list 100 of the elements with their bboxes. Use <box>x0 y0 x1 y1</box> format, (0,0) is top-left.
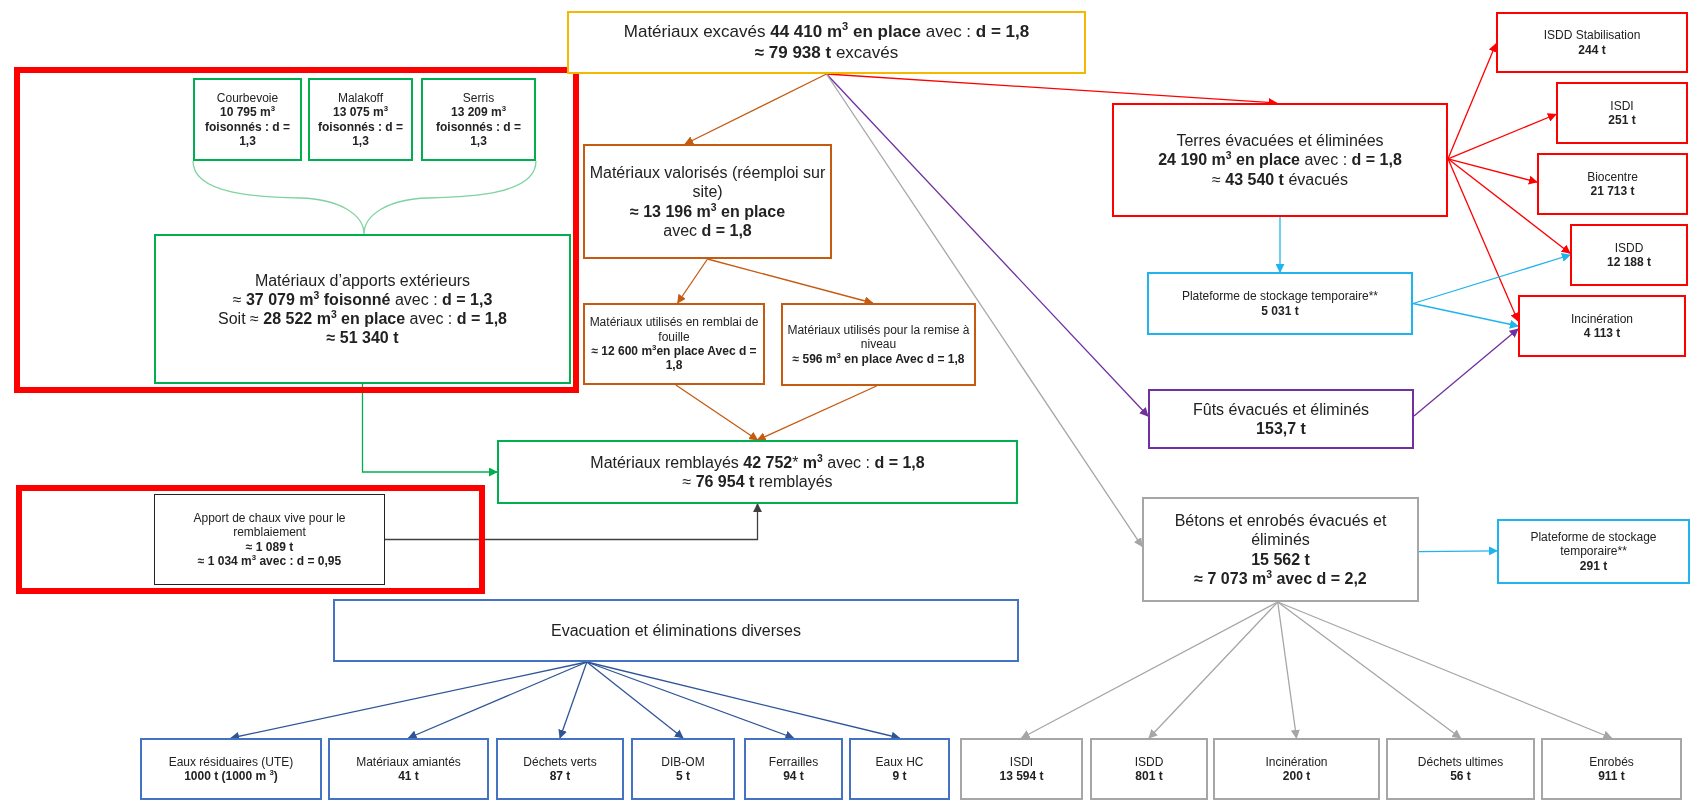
flow-box <box>154 234 571 384</box>
flow-box <box>1142 497 1419 602</box>
flow-box <box>308 78 413 161</box>
box-heading: Plateforme de stockage temporaire** <box>1181 289 1379 304</box>
box-heading: Eaux HC <box>875 754 924 769</box>
box-text: ≈ 13 196 m$^{3}$ en place <box>629 201 786 221</box>
arrow <box>706 258 874 306</box>
flow-box <box>154 494 385 585</box>
box-heading: Incinération <box>1570 311 1633 326</box>
arrow <box>1418 546 1498 556</box>
box-text: ≈ 79 938 t excavés <box>754 42 899 63</box>
box-heading: DIB-OM <box>661 754 705 769</box>
flow-box <box>781 303 976 386</box>
flow-box <box>631 738 735 800</box>
flow-box <box>1386 738 1535 800</box>
flow-box <box>1556 82 1688 144</box>
arrow <box>825 73 1143 548</box>
box-heading: ISDD <box>1134 754 1164 769</box>
box-heading: Enrobés <box>1589 754 1634 769</box>
arrow <box>1277 601 1462 739</box>
flow-box <box>328 738 489 800</box>
box-heading: ISDD <box>1614 240 1644 255</box>
box-heading: Plateforme de stockage temporaire** <box>1529 529 1658 559</box>
arrow <box>558 661 588 739</box>
flow-box <box>583 303 765 385</box>
box-heading: Matériaux d’apports extérieurs <box>254 270 471 290</box>
box-heading: ISDI <box>1009 754 1034 769</box>
arrow <box>1412 302 1519 329</box>
box-text: ≈ 51 340 t <box>326 328 399 348</box>
box-text: 41 t <box>398 769 419 784</box>
box-heading: Bétons et enrobés évacués et éliminés <box>1173 511 1388 550</box>
box-heading: Fûts évacués et éliminés <box>1192 399 1370 419</box>
arrow <box>684 73 828 145</box>
box-text: 153,7 t <box>1256 419 1306 439</box>
arrow <box>1412 253 1571 305</box>
flow-box <box>1541 738 1682 800</box>
box-text: 87 t <box>549 769 571 784</box>
box-text: 94 t <box>783 769 804 784</box>
highlight-frame <box>14 67 579 393</box>
box-text: 12 188 t <box>1606 255 1651 270</box>
arrow <box>586 661 684 739</box>
box-heading: Matériaux amiantés <box>356 754 461 769</box>
flow-box <box>583 144 832 259</box>
flow-box <box>140 738 322 800</box>
arrow <box>1413 328 1519 417</box>
box-heading: ISDD Stabilisation <box>1543 28 1641 43</box>
box-text: 56 t <box>1450 769 1471 784</box>
box-text: ≈ 76 954 t remblayés <box>682 472 833 492</box>
flow-box <box>497 440 1018 504</box>
flow-box <box>744 738 843 800</box>
flow-box <box>1518 295 1686 357</box>
box-heading: Matériaux valorisés (réemploi sur site) <box>589 163 826 202</box>
box-text: 251 t <box>1608 113 1636 128</box>
box-heading: Serris <box>462 90 495 106</box>
flow-box <box>1090 738 1208 800</box>
box-text: 13 209 m$^{3}$ foisonnés : d = 1,3 <box>435 105 522 149</box>
box-text: 15 562 t <box>1251 549 1310 569</box>
box-text: 10 795 m$^{3}$ foisonnés : d = 1,3 <box>204 105 291 149</box>
box-heading: Apport de chaux vive pour le remblaiement <box>192 510 347 540</box>
flow-box <box>333 599 1019 662</box>
box-text: 13 594 t <box>999 769 1044 784</box>
arrow <box>1020 601 1279 739</box>
box-heading: ISDI <box>1610 98 1634 113</box>
box-text: ≈ 596 m$^{3}$ en place Avec d = 1,8 <box>792 351 965 367</box>
arrow <box>407 661 588 739</box>
arrow <box>825 73 1149 417</box>
flow-box <box>960 738 1083 800</box>
box-text: 200 t <box>1282 769 1311 784</box>
highlight-frame <box>16 485 485 594</box>
box-text: 21 713 t <box>1590 184 1635 199</box>
box-text: 4 113 t <box>1583 326 1621 341</box>
arrow <box>586 661 901 741</box>
box-heading: Courbevoie <box>216 90 279 106</box>
flow-box <box>496 738 624 800</box>
arrow <box>675 384 759 441</box>
flow-box <box>421 78 536 161</box>
box-text: ≈ 7 073 m$^{3}$ avec d = 2,2 <box>1194 568 1367 588</box>
box-text: 291 t <box>1579 558 1608 574</box>
arrow <box>1447 158 1571 254</box>
arrow <box>586 661 795 740</box>
flow-box <box>1147 272 1413 335</box>
arrow <box>1275 216 1285 273</box>
box-text: 244 t <box>1578 42 1606 57</box>
arrow <box>1277 601 1613 740</box>
box-text: 13 075 m$^{3}$ foisonnés : d = 1,3 <box>317 105 404 149</box>
box-heading: Déchets ultimes <box>1417 754 1504 769</box>
flow-box <box>193 78 302 161</box>
flow-box <box>849 738 950 800</box>
box-heading: Matériaux remblayés 42 752* m$^{3}$ avec : d = 1,8 <box>590 452 925 472</box>
box-text: 9 t <box>892 769 907 784</box>
flow-box <box>1213 738 1380 800</box>
box-heading: Eaux résiduaires (UTE) <box>168 754 294 769</box>
box-text: ≈ 43 540 t évacués <box>1212 169 1348 189</box>
flow-box <box>1497 519 1690 584</box>
arrow <box>384 503 762 541</box>
box-text: ≈ 1 089 t <box>245 539 294 554</box>
box-heading: Déchets verts <box>523 754 597 769</box>
box-text: 24 190 m$^{3}$ en place avec : d = 1,8 <box>1158 150 1402 170</box>
box-text: 5 t <box>676 769 690 784</box>
box-text: avec d = 1,8 <box>663 220 752 240</box>
